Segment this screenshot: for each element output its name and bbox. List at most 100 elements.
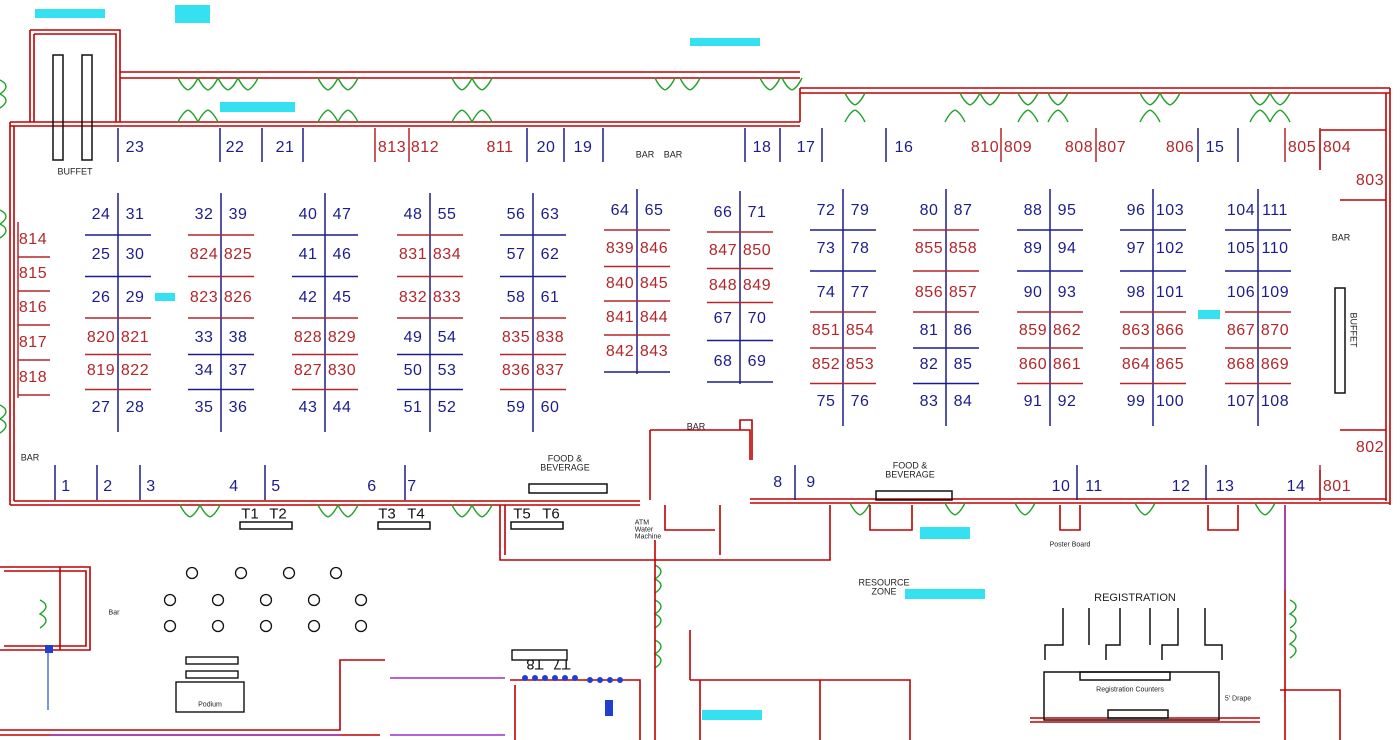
- booth-825[interactable]: 825: [223, 246, 253, 263]
- booth-26[interactable]: 26: [91, 289, 111, 306]
- booth-819[interactable]: 819: [86, 362, 116, 379]
- booth-71[interactable]: 71: [747, 204, 767, 221]
- booth-843[interactable]: 843: [639, 343, 669, 360]
- booth-864[interactable]: 864: [1121, 356, 1151, 373]
- booth-828[interactable]: 828: [293, 329, 323, 346]
- booth-2[interactable]: 2: [103, 478, 113, 495]
- booth-105[interactable]: 105: [1226, 240, 1256, 257]
- booth-83[interactable]: 83: [919, 393, 939, 410]
- booth-835[interactable]: 835: [501, 329, 531, 346]
- booth-66[interactable]: 66: [713, 204, 733, 221]
- booth-841[interactable]: 841: [605, 309, 635, 326]
- booth-804[interactable]: 804: [1322, 139, 1352, 156]
- booth-107[interactable]: 107: [1226, 393, 1256, 410]
- booth-111[interactable]: 111: [1262, 202, 1288, 219]
- booth-41[interactable]: 41: [298, 246, 318, 263]
- booth-805[interactable]: 805: [1287, 139, 1317, 156]
- booth-42[interactable]: 42: [298, 289, 318, 306]
- booth-97[interactable]: 97: [1126, 240, 1146, 257]
- booth-830[interactable]: 830: [327, 362, 357, 379]
- table-T1[interactable]: T1: [241, 505, 259, 523]
- booth-63[interactable]: 63: [540, 206, 560, 223]
- booth-39[interactable]: 39: [228, 206, 248, 223]
- booth-1[interactable]: 1: [61, 478, 71, 495]
- booth-811[interactable]: 811: [486, 139, 514, 156]
- booth-802[interactable]: 802: [1355, 439, 1385, 456]
- booth-77[interactable]: 77: [850, 284, 870, 301]
- booth-19[interactable]: 19: [573, 139, 593, 156]
- booth-93[interactable]: 93: [1057, 284, 1077, 301]
- booth-847[interactable]: 847: [708, 242, 738, 259]
- booth-102[interactable]: 102: [1155, 240, 1185, 257]
- booth-80[interactable]: 80: [919, 202, 939, 219]
- booth-12[interactable]: 12: [1171, 478, 1191, 495]
- booth-90[interactable]: 90: [1023, 284, 1043, 301]
- booth-43[interactable]: 43: [298, 399, 318, 416]
- booth-867[interactable]: 867: [1226, 322, 1256, 339]
- booth-826[interactable]: 826: [223, 289, 253, 306]
- booth-13[interactable]: 13: [1215, 478, 1235, 495]
- booth-810[interactable]: 810: [970, 139, 1000, 156]
- booth-58[interactable]: 58: [506, 289, 526, 306]
- booth-94[interactable]: 94: [1057, 240, 1077, 257]
- booth-865[interactable]: 865: [1155, 356, 1185, 373]
- booth-803[interactable]: 803: [1355, 172, 1385, 189]
- booth-110[interactable]: 110: [1261, 240, 1289, 257]
- booth-832[interactable]: 832: [398, 289, 428, 306]
- booth-61[interactable]: 61: [540, 289, 560, 306]
- booth-103[interactable]: 103: [1155, 202, 1185, 219]
- booth-18[interactable]: 18: [752, 139, 772, 156]
- booth-822[interactable]: 822: [120, 362, 150, 379]
- booth-73[interactable]: 73: [816, 240, 836, 257]
- booth-813[interactable]: 813: [377, 139, 407, 156]
- booth-68[interactable]: 68: [713, 353, 733, 370]
- booth-59[interactable]: 59: [506, 399, 526, 416]
- booth-100[interactable]: 100: [1155, 393, 1185, 410]
- booth-833[interactable]: 833: [432, 289, 462, 306]
- booth-809[interactable]: 809: [1003, 139, 1033, 156]
- booth-808[interactable]: 808: [1064, 139, 1094, 156]
- booth-54[interactable]: 54: [437, 329, 457, 346]
- booth-79[interactable]: 79: [850, 202, 870, 219]
- booth-47[interactable]: 47: [332, 206, 352, 223]
- booth-65[interactable]: 65: [644, 202, 664, 219]
- booth-87[interactable]: 87: [953, 202, 973, 219]
- table-T6[interactable]: T6: [542, 505, 560, 523]
- booth-9[interactable]: 9: [806, 474, 816, 491]
- booth-108[interactable]: 108: [1260, 393, 1290, 410]
- table-T5[interactable]: T5: [513, 505, 531, 523]
- booth-62[interactable]: 62: [540, 246, 560, 263]
- booth-84[interactable]: 84: [953, 393, 973, 410]
- booth-857[interactable]: 857: [948, 284, 978, 301]
- booth-30[interactable]: 30: [125, 246, 145, 263]
- booth-815[interactable]: 815: [18, 265, 48, 282]
- booth-842[interactable]: 842: [605, 343, 635, 360]
- booth-24[interactable]: 24: [91, 206, 111, 223]
- booth-88[interactable]: 88: [1023, 202, 1043, 219]
- booth-28[interactable]: 28: [125, 399, 145, 416]
- booth-838[interactable]: 838: [535, 329, 565, 346]
- booth-27[interactable]: 27: [91, 399, 111, 416]
- booth-49[interactable]: 49: [403, 329, 423, 346]
- booth-853[interactable]: 853: [845, 356, 875, 373]
- booth-85[interactable]: 85: [953, 356, 973, 373]
- booth-22[interactable]: 22: [225, 139, 245, 156]
- booth-106[interactable]: 106: [1226, 284, 1256, 301]
- booth-823[interactable]: 823: [189, 289, 219, 306]
- booth-844[interactable]: 844: [639, 309, 669, 326]
- booth-845[interactable]: 845: [639, 275, 669, 292]
- booth-836[interactable]: 836: [501, 362, 531, 379]
- booth-74[interactable]: 74: [816, 284, 836, 301]
- booth-849[interactable]: 849: [742, 277, 772, 294]
- booth-4[interactable]: 4: [229, 478, 239, 495]
- booth-827[interactable]: 827: [293, 362, 323, 379]
- booth-34[interactable]: 34: [194, 362, 214, 379]
- booth-831[interactable]: 831: [398, 246, 428, 263]
- booth-67[interactable]: 67: [713, 310, 733, 327]
- booth-11[interactable]: 11: [1085, 478, 1103, 495]
- booth-98[interactable]: 98: [1126, 284, 1146, 301]
- booth-3[interactable]: 3: [146, 478, 156, 495]
- booth-82[interactable]: 82: [919, 356, 939, 373]
- booth-52[interactable]: 52: [437, 399, 457, 416]
- booth-848[interactable]: 848: [708, 277, 738, 294]
